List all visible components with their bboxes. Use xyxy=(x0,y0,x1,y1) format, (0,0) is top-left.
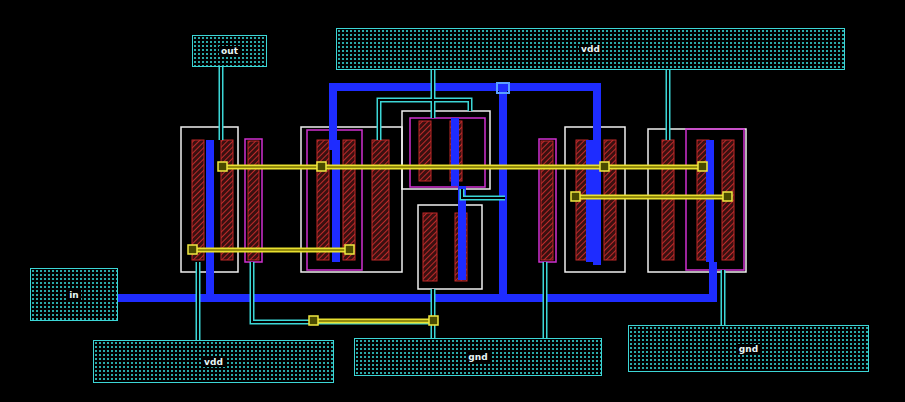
pin-name: gnd xyxy=(466,352,489,362)
well-outline xyxy=(181,111,746,289)
contact-cut xyxy=(188,162,732,325)
pin-label-box: vdd xyxy=(93,340,334,383)
select-outline xyxy=(245,118,744,270)
pin-name: vdd xyxy=(579,44,602,54)
pin-label-box: gnd xyxy=(628,325,869,372)
pin-name: gnd xyxy=(737,344,760,354)
pin-label-box: gnd xyxy=(354,338,602,376)
metal-wire xyxy=(70,87,713,298)
pin-label-box: out xyxy=(192,35,267,67)
pin-name: in xyxy=(67,290,81,300)
diffusion xyxy=(192,121,734,281)
contact-core xyxy=(193,167,728,321)
pin-label-box: in xyxy=(30,268,118,321)
pin-name: vdd xyxy=(202,357,225,367)
contact-wire xyxy=(193,167,728,321)
poly-wire xyxy=(198,52,723,372)
pin-name: out xyxy=(219,46,240,56)
pin-label-box: vdd xyxy=(336,28,845,70)
poly-core xyxy=(198,52,723,372)
via xyxy=(497,83,509,93)
